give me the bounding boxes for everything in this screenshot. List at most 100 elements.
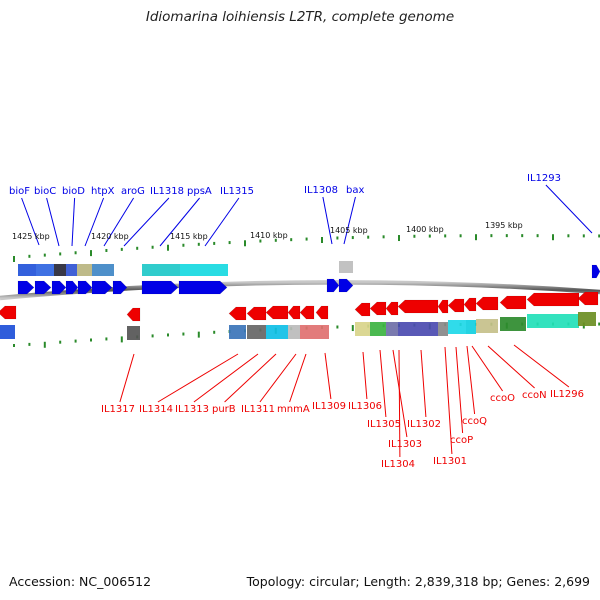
category-bar (54, 264, 66, 276)
label-leader-lines (21, 184, 593, 458)
leader-line-top (204, 197, 240, 247)
category-bar (438, 322, 448, 336)
gene-label-bottom: IL1311 (241, 404, 275, 415)
forward-gene-arrow (591, 264, 600, 279)
gene-label-bottom: IL1301 (433, 456, 467, 467)
gene-label-top: bax (346, 185, 364, 196)
leader-line-top (322, 196, 333, 245)
gene-label-top: htpX (91, 186, 115, 197)
gene-color-bars (0, 261, 596, 340)
leader-line-top (545, 184, 593, 234)
leader-line-bottom (487, 345, 535, 389)
gene-label-bottom: mnmA (277, 404, 310, 415)
leader-line-top (343, 196, 356, 245)
genome-title: Idiomarina loihiensis L2TR, complete gen… (145, 9, 455, 25)
reverse-gene-arrow (499, 295, 527, 310)
category-bar (386, 322, 398, 336)
leader-line-top (46, 197, 60, 247)
leader-line-bottom (420, 349, 427, 418)
forward-gene-arrow (338, 278, 354, 293)
backbone-arc (0, 280, 600, 301)
kbp-label: 1425 kbp (12, 232, 50, 241)
category-bar (0, 325, 15, 339)
kbp-label: 1405 kbp (330, 226, 368, 235)
genome-backbone (0, 280, 600, 301)
forward-gene-arrow (34, 280, 52, 295)
gene-label-bottom: IL1313 (175, 404, 209, 415)
leader-line-top (159, 197, 200, 247)
category-bar (466, 320, 476, 334)
reverse-gene-arrow (0, 305, 17, 320)
reverse-gene-arrow (299, 305, 315, 320)
leader-line-bottom (398, 349, 401, 458)
gene-arrows (0, 264, 600, 322)
category-bar (398, 322, 438, 336)
gene-label-bottom: IL1309 (312, 401, 346, 412)
gene-label-bottom: IL1305 (367, 419, 401, 430)
reverse-gene-arrow (354, 302, 371, 317)
reverse-gene-arrow (447, 298, 465, 313)
category-bar (266, 325, 288, 339)
leader-line-bottom (224, 353, 277, 403)
forward-gene-arrow (51, 280, 67, 295)
reverse-gene-arrow (437, 299, 449, 314)
category-bar (127, 326, 140, 340)
gene-label-bottom: IL1296 (550, 389, 584, 400)
category-bar (142, 264, 180, 276)
category-bar (77, 264, 92, 276)
leader-line-top (84, 197, 105, 247)
kbp-label: 1415 kbp (170, 232, 208, 241)
gene-label-bottom: ccoQ (462, 416, 487, 427)
reverse-gene-arrow (315, 305, 329, 320)
leader-line-bottom (119, 353, 135, 403)
leader-line-bottom (324, 352, 332, 400)
accession-text: Accession: NC_006512 (9, 574, 152, 589)
gene-label-top: bioD (62, 186, 85, 197)
category-bar (229, 325, 246, 339)
category-bar (339, 261, 353, 273)
gene-label-bottom: ccoP (450, 435, 473, 446)
category-bar (448, 320, 466, 334)
leader-line-top (21, 197, 40, 246)
leader-line-bottom (455, 346, 464, 434)
category-bar (180, 264, 228, 276)
reverse-gene-arrow (526, 292, 580, 307)
gene-label-bottom: IL1302 (407, 419, 441, 430)
gene-label-bottom: IL1314 (139, 404, 173, 415)
forward-gene-arrow (178, 280, 228, 295)
reverse-gene-arrow (246, 306, 267, 321)
kbp-label: 1395 kbp (485, 221, 523, 230)
leader-line-top (103, 197, 135, 247)
leader-line-bottom (444, 346, 453, 455)
category-bar (66, 264, 77, 276)
category-bar (476, 319, 498, 333)
gene-label-top: bioF (9, 186, 30, 197)
leader-line-bottom (362, 351, 368, 400)
leader-line-bottom (259, 353, 297, 403)
leader-line-bottom (289, 353, 307, 403)
kbp-label: 1410 kbp (250, 231, 288, 240)
gene-label-bottom: ccoN (522, 390, 547, 401)
gene-label-top: ppsA (187, 186, 212, 197)
reverse-gene-arrow (475, 296, 499, 311)
gene-label-bottom: IL1304 (381, 459, 415, 470)
leader-line-bottom (471, 345, 504, 392)
kbp-label: 1420 kbp (91, 232, 129, 241)
leader-line-bottom (392, 349, 408, 438)
gene-label-bottom: IL1306 (348, 401, 382, 412)
forward-gene-arrow (112, 280, 128, 295)
reverse-gene-arrow (265, 305, 289, 320)
reverse-gene-arrow (577, 291, 599, 306)
reverse-gene-arrow (126, 307, 141, 322)
forward-gene-arrow (77, 280, 93, 295)
gene-label-top: IL1318 (150, 186, 184, 197)
gene-label-top: IL1315 (220, 186, 254, 197)
category-bar (247, 325, 266, 339)
category-bar (36, 264, 54, 276)
reverse-gene-arrow (228, 306, 247, 321)
leader-line-bottom (157, 353, 239, 403)
forward-gene-arrow (141, 280, 179, 295)
gene-label-bottom: IL1317 (101, 404, 135, 415)
gene-label-top: aroG (121, 186, 145, 197)
category-bar (527, 314, 579, 328)
